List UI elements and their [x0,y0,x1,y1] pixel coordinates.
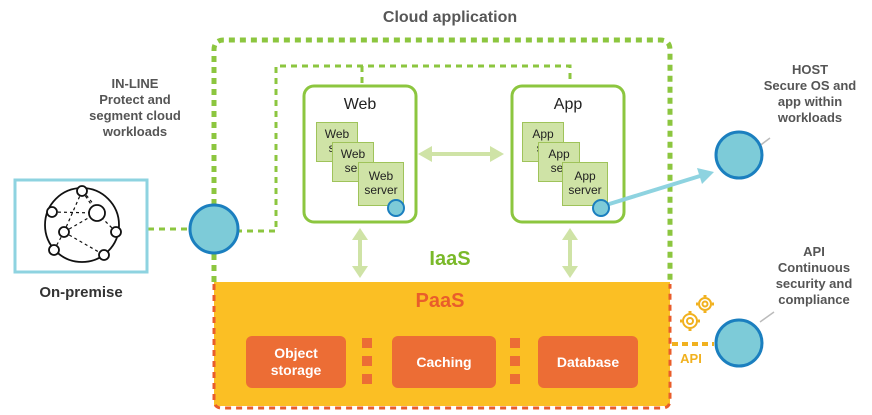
api-label: API Continuous security and compliance [760,244,868,308]
app-server-front: App server [562,162,608,206]
host-line-1: Secure OS and [763,78,857,93]
api-heading: API [803,244,825,259]
app-title: App [553,96,583,113]
host-agent-icon [714,130,764,180]
inline-line-1: Protect and [99,92,171,107]
app-paas-arrow [562,228,578,278]
app-server-front-line-2: server [568,183,602,197]
network-icon [44,185,122,263]
api-line-2: security and [775,276,853,291]
caching-box: Caching [392,336,496,388]
api-pointer [759,311,775,323]
gears-icon [680,295,714,331]
app-server-back-line-1: App [532,127,554,141]
app-server-middle-line-1: App [548,147,570,161]
object-storage-box: Object storage [246,336,346,388]
inline-line-3: workloads [102,124,168,139]
on-premise-label: On-premise [39,284,123,301]
web-server-middle-line-2: ser [344,161,362,175]
web-server-front-line-1: Web [368,169,394,183]
inline-heading: IN-LINE [111,76,159,91]
iaas-label: IaaS [429,248,471,270]
object-storage-line-1: Object [274,345,318,361]
api-connector-label: API [680,351,702,366]
cloud-application-title: Cloud application [382,9,518,26]
web-title: Web [343,96,377,113]
host-line-3: workloads [777,110,843,125]
app-agent-icon [592,199,610,217]
api-agent-icon [714,318,764,368]
web-server-front-line-2: server [364,183,398,197]
web-agent-icon [387,199,405,217]
inline-line-2: segment cloud [89,108,181,123]
object-storage-line-2: storage [270,362,322,378]
caching-label: Caching [416,353,472,370]
app-server-front-line-1: App [574,169,596,183]
web-app-arrow [418,146,504,162]
api-line-3: compliance [778,292,850,307]
inline-connection-path [236,64,572,233]
web-server-back-line-1: Web [324,127,350,141]
host-arrow [605,168,714,207]
service-separators [362,338,520,384]
host-line-2: app within [777,94,843,109]
database-label: Database [556,353,620,370]
web-server-middle-line-1: Web [340,147,366,161]
host-heading: HOST [791,62,829,77]
cloud-application-border [211,37,673,282]
api-line-1: Continuous [777,260,851,275]
database-box: Database [538,336,638,388]
web-server-front: Web server [358,162,404,206]
web-paas-arrow [352,228,368,278]
inline-label: IN-LINE Protect and segment cloud worklo… [70,76,200,140]
inline-agent-icon [188,203,240,255]
host-label: HOST Secure OS and app within workloads [752,62,868,126]
paas-label: PaaS [415,290,465,312]
